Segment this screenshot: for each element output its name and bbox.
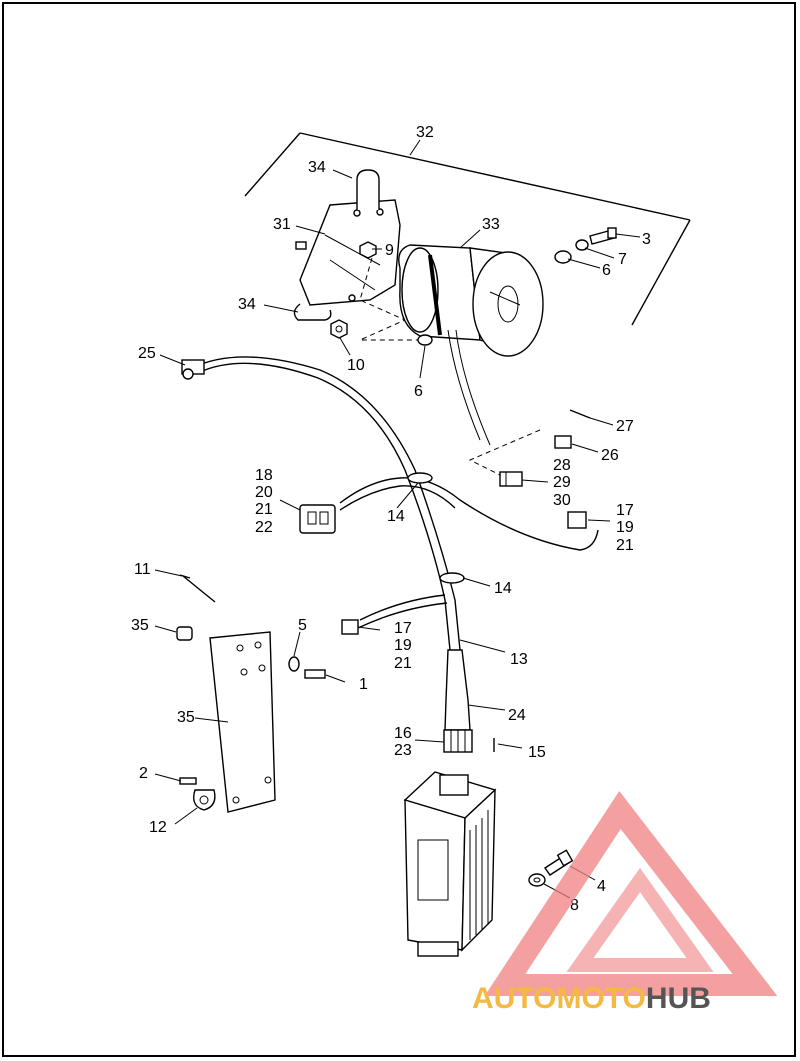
- callout-18: 18: [255, 467, 273, 484]
- callout-28: 28: [553, 457, 571, 474]
- callout-30: 30: [553, 492, 571, 509]
- callout-21-middle: 21: [394, 655, 412, 672]
- connector-16-23: [443, 729, 473, 753]
- callout-12: 12: [149, 819, 167, 836]
- callout-29: 29: [553, 474, 571, 491]
- connector-25: [181, 359, 205, 380]
- watermark-brand-hub: HUB: [646, 982, 711, 1015]
- bolt-4: [544, 849, 574, 876]
- connector-17-middle: [341, 619, 359, 635]
- callout-25: 25: [138, 345, 156, 362]
- connector-18-22: [299, 504, 336, 534]
- callout-3: 3: [642, 231, 651, 248]
- callout-2: 2: [139, 765, 148, 782]
- callout-14-upper: 14: [387, 508, 405, 525]
- connector-17-right: [567, 511, 587, 529]
- callout-9: 9: [385, 242, 394, 259]
- clamp-12: [192, 789, 216, 811]
- siren-speaker: [398, 244, 544, 446]
- terminal-pin-27: [569, 409, 591, 419]
- callout-32: 32: [416, 124, 434, 141]
- callout-4: 4: [597, 878, 606, 895]
- watermark-triangle-icon: [484, 791, 778, 996]
- washer-6-upper: [554, 250, 572, 264]
- siren-amplifier-module: [403, 771, 497, 957]
- bracket-screw: [295, 241, 307, 250]
- callout-33: 33: [482, 216, 500, 233]
- callout-24: 24: [508, 707, 526, 724]
- callout-34-upper: 34: [308, 159, 326, 176]
- callout-21-left: 21: [255, 501, 273, 518]
- callout-labels: 32 34 31 9 33 3 7 6 34 10 6 25 27 26 28 …: [131, 124, 651, 914]
- cable-tie-11: [179, 574, 216, 603]
- callout-23: 23: [394, 742, 412, 759]
- callout-17-right: 17: [616, 502, 634, 519]
- callout-16: 16: [394, 725, 412, 742]
- nut-10: [330, 319, 348, 339]
- callout-20: 20: [255, 484, 273, 501]
- callout-17-middle: 17: [394, 620, 412, 637]
- washer-7: [575, 239, 589, 251]
- callout-19-right: 19: [616, 519, 634, 536]
- screw-2: [179, 777, 197, 785]
- callout-6-lower: 6: [414, 383, 423, 400]
- automotohub-watermark: AUTOMOTOHUB: [472, 791, 778, 1015]
- watermark-brand: AUTOMOTOHUB: [472, 982, 711, 1015]
- washer-6-lower: [417, 334, 433, 346]
- callout-7: 7: [618, 251, 627, 268]
- callout-35-spacer: 35: [131, 617, 149, 634]
- callout-1: 1: [359, 676, 368, 693]
- callout-6-upper: 6: [602, 262, 611, 279]
- callout-13: 13: [510, 651, 528, 668]
- u-bolt-lower: [293, 303, 332, 321]
- callout-34-lower: 34: [238, 296, 256, 313]
- connector-28-30: [499, 471, 523, 487]
- callout-15: 15: [528, 744, 546, 761]
- callout-11: 11: [134, 561, 151, 578]
- callout-14-lower: 14: [494, 580, 512, 597]
- callout-19-middle: 19: [394, 637, 412, 654]
- callout-21-right: 21: [616, 537, 634, 554]
- callout-27: 27: [616, 418, 634, 435]
- washer-8: [528, 873, 546, 887]
- washer-5: [288, 656, 300, 672]
- callout-26: 26: [601, 447, 619, 464]
- screw-3: [589, 227, 617, 245]
- callout-35-plate: 35: [177, 709, 195, 726]
- connector-26: [554, 435, 572, 449]
- watermark-inner-triangle-icon: [566, 867, 714, 972]
- u-bolt-upper: [356, 169, 380, 210]
- screw-1: [304, 669, 326, 679]
- callout-22: 22: [255, 519, 273, 536]
- callout-10: 10: [347, 357, 365, 374]
- group-bracket-32: [244, 132, 691, 326]
- callout-8: 8: [570, 897, 579, 914]
- spacer-35: [176, 626, 193, 641]
- nut-9: [359, 241, 377, 259]
- wire-harness: [191, 356, 599, 731]
- callout-5: 5: [298, 617, 307, 634]
- mounting-plate-35: [209, 631, 276, 813]
- callout-31: 31: [273, 216, 291, 233]
- watermark-brand-automoto: AUTOMOTO: [472, 982, 646, 1015]
